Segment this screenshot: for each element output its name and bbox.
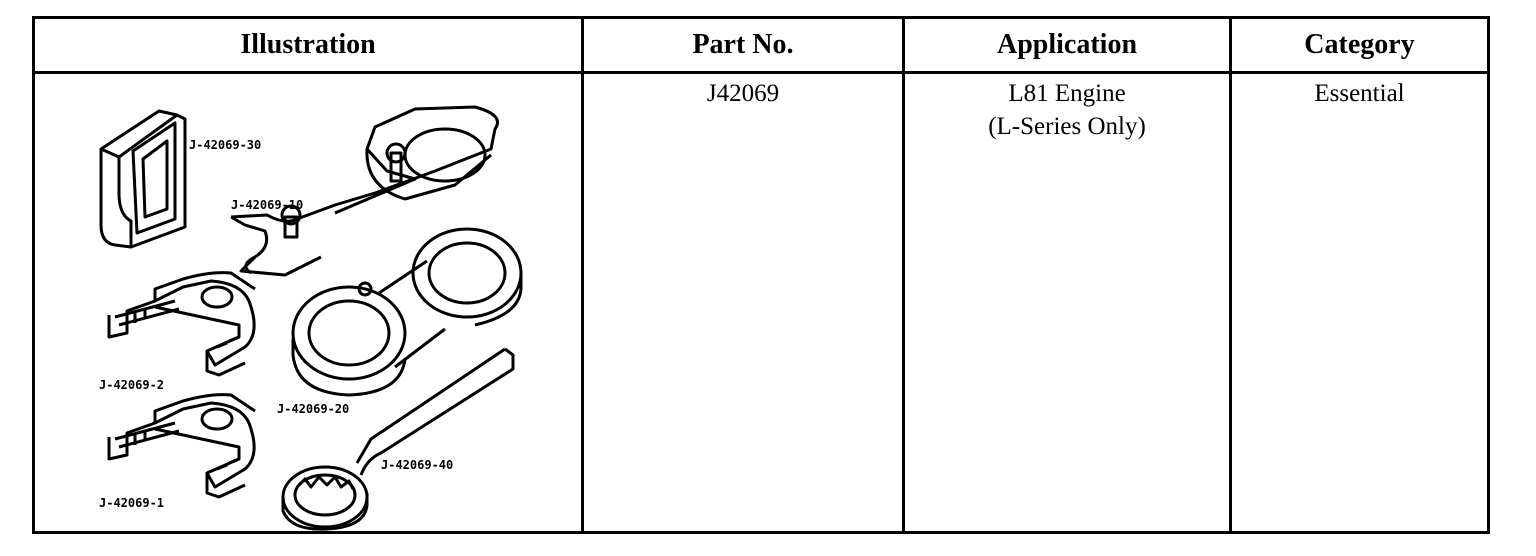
label-j-42069-10: J-42069-10 [231, 198, 303, 212]
application-line-2: (L-Series Only) [988, 113, 1146, 140]
label-j-42069-1: J-42069-1 [99, 496, 164, 510]
header-divider [35, 71, 1487, 74]
label-j-42069-30: J-42069-30 [189, 138, 261, 152]
column-divider-3 [1229, 19, 1232, 531]
header-illustration: Illustration [240, 29, 376, 60]
header-part-no: Part No. [692, 29, 794, 60]
essential-tools-table: Illustration Part No. Application Catego… [32, 16, 1490, 534]
label-j-42069-40: J-42069-40 [381, 458, 453, 472]
application-cell: L81 Engine (L-Series Only) [905, 77, 1229, 143]
label-j-42069-20: J-42069-20 [277, 402, 349, 416]
double-ring-fixture-drawing [291, 227, 523, 397]
column-divider-1 [581, 19, 584, 531]
part-number-cell: J42069 [706, 80, 780, 107]
cam-holder-upper-drawing [107, 271, 256, 377]
category-cell: Essential [1314, 80, 1405, 107]
column-divider-2 [902, 19, 905, 531]
locking-bracket-drawing [230, 105, 499, 277]
box-wrench-drawing [281, 347, 515, 531]
header-application: Application [996, 29, 1138, 60]
label-j-42069-2: J-42069-2 [99, 378, 164, 392]
tool-set-illustration: J-42069-30 J-42069-10 J-42069-2 J-42069-… [99, 105, 523, 531]
application-line-1: L81 Engine [1008, 80, 1126, 107]
cam-holder-lower-drawing [107, 393, 256, 499]
hook-tool-drawing [99, 109, 187, 249]
header-category: Category [1304, 29, 1415, 60]
